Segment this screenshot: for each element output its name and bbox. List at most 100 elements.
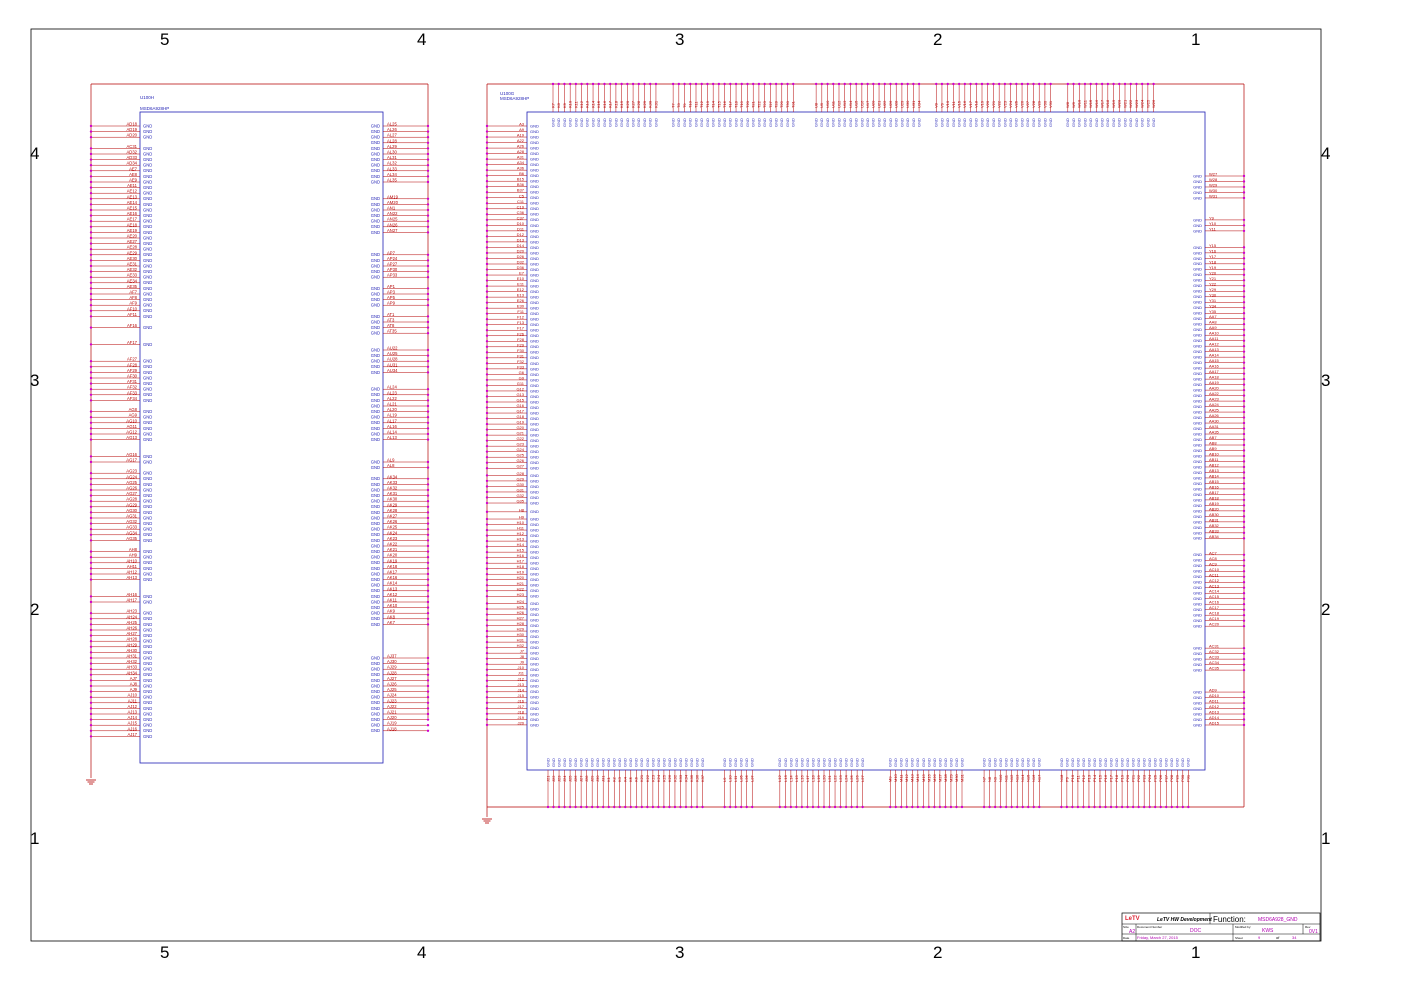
u100g-right-pin-number: AA31	[1209, 424, 1220, 429]
u100g-right-pin-number: AC15	[1209, 594, 1220, 599]
u100h-right-pin-name: GND	[371, 392, 380, 397]
u100h-right-pin-number: AL33	[387, 166, 397, 171]
u100g-left-pin-dot	[485, 501, 489, 505]
u100g-right-pin-dot	[1242, 191, 1246, 194]
document-number-label: Document Number	[1137, 925, 1163, 929]
u100g-left-pin-number: G22	[516, 436, 524, 441]
u100h-left-pin-number: AH17	[127, 598, 138, 603]
u100h-left-pin-name: GND	[143, 426, 152, 431]
u100h-left-pin-number: AG8	[129, 407, 138, 412]
u100g-bottom-pin-dot	[574, 805, 577, 809]
u100g-top-pin-number: K9	[562, 102, 567, 108]
u100g-bottom-pin-name: GND	[1142, 758, 1147, 767]
u100g-top-pin-number: U11	[831, 100, 836, 108]
u100h-right-pin-name: GND	[371, 532, 380, 537]
u100h-left-pin-number: AE12	[127, 189, 138, 194]
u100h-right-pin-dot	[426, 365, 430, 368]
u100g-top-pin-name: GND	[1014, 118, 1019, 127]
u100g-right-pin-number: AA20	[1209, 386, 1220, 391]
u100g-left-pin-number: H28	[517, 621, 525, 626]
u100h-right-pin-dot	[426, 270, 430, 273]
u100g-top-pin-dot	[860, 82, 864, 86]
u100g-left-pin-number: H24	[517, 599, 525, 604]
u100g-right-pin-name: GND	[1193, 267, 1202, 272]
u100h-left-pin-dot	[89, 522, 93, 525]
u100g-bottom-pin-dot	[557, 805, 561, 809]
u100g-bottom-pin-dot	[911, 805, 914, 809]
u100h-right-pin-number: AK26	[387, 519, 398, 524]
u100g-bottom-pin-dot	[607, 805, 610, 809]
u100g-left-pin-name: GND	[530, 168, 539, 173]
u100g-top-pin-number: U17	[865, 100, 870, 108]
u100h-left-pin-name: GND	[143, 454, 152, 459]
u100g-right-pin-name: GND	[1193, 349, 1202, 354]
u100g-left-pin-number: G32	[516, 493, 524, 498]
zone-left-3: 3	[30, 371, 40, 390]
u100g-left-pin-dot	[485, 202, 489, 205]
u100g-top-pin-dot	[689, 82, 692, 86]
u100h-left-pin-dot	[89, 516, 93, 520]
zone-bottom-2: 2	[933, 943, 943, 962]
u100g-bottom-pin-number: L15	[794, 775, 799, 782]
u100g-bottom-pin-number: M16	[926, 773, 931, 782]
u100g-left-pin-name: GND	[530, 594, 539, 599]
u100h-left-pin-dot	[89, 684, 93, 688]
u100h-right-pin-dot	[426, 477, 430, 480]
u100g-right-pin-dot	[1242, 690, 1246, 694]
u100g-bottom-pin-dot	[1016, 805, 1019, 809]
u100g-left-pin-name: GND	[530, 201, 539, 206]
u100g-top-pin-number: K14	[590, 100, 595, 108]
u100h-left-pin-dot	[89, 724, 93, 727]
u100g-top-pin-dot	[763, 82, 766, 86]
u100g-right-pin-dot	[1242, 652, 1246, 655]
u100g-right-pin-name: GND	[1193, 333, 1202, 338]
u100h-left-pin-name: GND	[143, 308, 152, 313]
u100g-right-pin-name: GND	[1193, 514, 1202, 519]
u100g-right-pin-dot	[1242, 592, 1246, 595]
u100g-left-pin-dot	[485, 422, 489, 426]
u100g-top-pin-number: V23	[1002, 100, 1007, 108]
u100h-left-pin-number: AH9	[129, 553, 138, 558]
u100g-left-pin-number: G24	[516, 447, 524, 452]
u100g-left-pin-name: GND	[530, 228, 539, 233]
u100g-top-pin-dot	[992, 82, 995, 86]
u100g-bottom-pin-number: P10	[1070, 774, 1075, 782]
u100g-left-pin-number: G11	[517, 381, 525, 386]
u100h-right-pin-dot	[426, 544, 430, 548]
u100g-top-pin-dot	[586, 82, 589, 86]
u100h-right-pin-dot	[426, 701, 430, 704]
u100g-left-pin-name: GND	[530, 555, 539, 560]
u100g-right-pin-dot	[1242, 526, 1246, 529]
u100g-left-pin-name: GND	[530, 640, 539, 645]
u100g-top-pin-number: T13	[705, 100, 710, 108]
u100g-top-pin-dot	[574, 82, 578, 86]
u100g-ground-symbol	[482, 818, 492, 824]
u100g-right-pin-name: GND	[1193, 459, 1202, 464]
u100h-right-pin-dot	[426, 528, 430, 531]
u100g-top-pin-number: T28	[773, 100, 778, 108]
u100g-left-pin-name: GND	[530, 179, 539, 184]
u100g-bottom-pin-dot	[778, 805, 782, 809]
u100h-left-pin-name: GND	[143, 678, 152, 683]
zone-top-2: 2	[933, 30, 943, 49]
u100g-right-pin-number: AB20	[1209, 506, 1220, 511]
u100g-right-pin-name: GND	[1193, 261, 1202, 266]
u100g-left-pin-number: E11	[517, 282, 525, 287]
u100h-left-pin-name: GND	[143, 538, 152, 543]
u100g-bottom-pin-dot	[855, 805, 859, 809]
u100h-right-pin-name: GND	[371, 521, 380, 526]
u100g-right-pin-dot	[1242, 454, 1246, 458]
u100g-left-pin-name: GND	[530, 295, 539, 300]
u100h-left-pin-number: AE34	[127, 278, 138, 283]
u100h-right-pin-number: AT3	[387, 318, 395, 323]
u100h-left-pin-name: GND	[143, 633, 152, 638]
u100h-right-pin-number: AT35	[387, 329, 397, 334]
u100g-right-pin-dot	[1242, 564, 1246, 567]
u100g-bottom-pin-name: GND	[1064, 758, 1069, 767]
u100g-top-pin-number: K8	[556, 102, 561, 108]
u100h-left-pin-dot	[89, 365, 93, 368]
u100g-bottom-pin-dot	[668, 805, 671, 809]
u100g-top-pin-dot	[597, 82, 600, 86]
